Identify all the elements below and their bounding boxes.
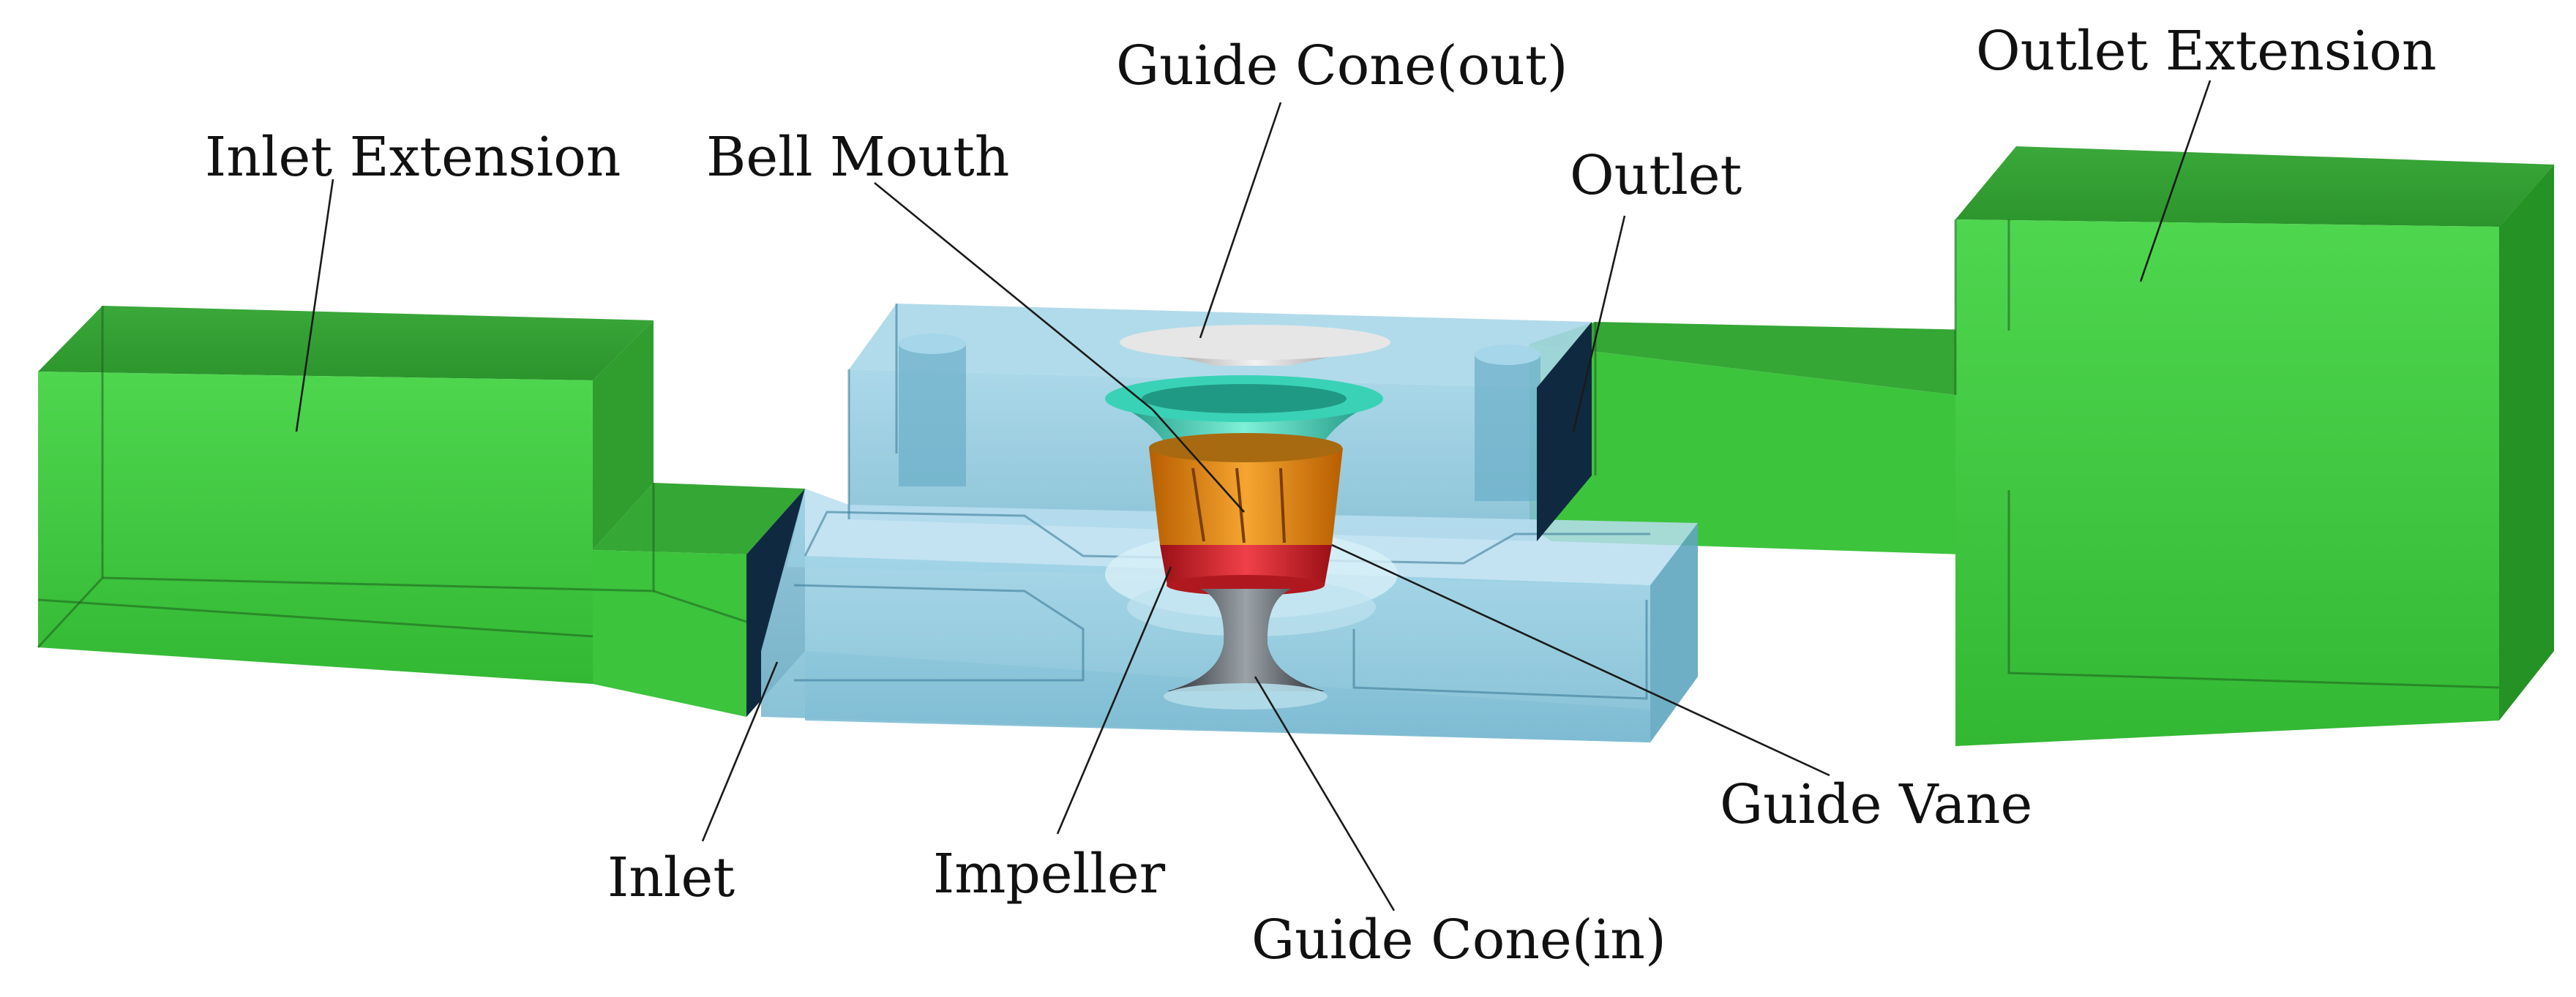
leader-guide-cone-out — [1199, 102, 1282, 339]
label-bell-mouth: Bell Mouth — [706, 126, 1009, 189]
leader-inlet — [701, 661, 779, 842]
label-outlet-extension: Outlet Extension — [1976, 20, 2437, 83]
leader-guide-vane — [1331, 543, 1830, 777]
leader-inlet-extension — [295, 178, 334, 432]
label-guide-cone-in: Guide Cone(in) — [1251, 908, 1666, 971]
label-outlet: Outlet — [1570, 144, 1742, 207]
leader-guide-cone-in — [1254, 676, 1396, 911]
leader-impeller — [1056, 566, 1172, 835]
leader-lines — [295, 80, 2212, 911]
guide-cone-in — [1164, 589, 1328, 710]
label-guide-vane: Guide Vane — [1720, 773, 2032, 836]
guide-cone-out — [1120, 325, 1390, 366]
leader-bell-mouth — [874, 181, 1153, 411]
label-guide-cone-out: Guide Cone(out) — [1116, 34, 1568, 97]
inlet-extension-solid — [37, 306, 805, 717]
guide-vane — [1149, 433, 1343, 545]
impeller — [1160, 545, 1332, 595]
label-inlet-extension: Inlet Extension — [205, 126, 621, 189]
outlet-extension-solid — [1530, 146, 2554, 746]
leader-outlet-extension — [2139, 80, 2212, 282]
outlet-port — [1537, 322, 1592, 541]
label-inlet: Inlet — [607, 846, 735, 909]
leader-bell-mouth-ext — [1152, 409, 1245, 513]
label-impeller: Impeller — [933, 843, 1166, 906]
leader-outlet — [1572, 215, 1626, 432]
